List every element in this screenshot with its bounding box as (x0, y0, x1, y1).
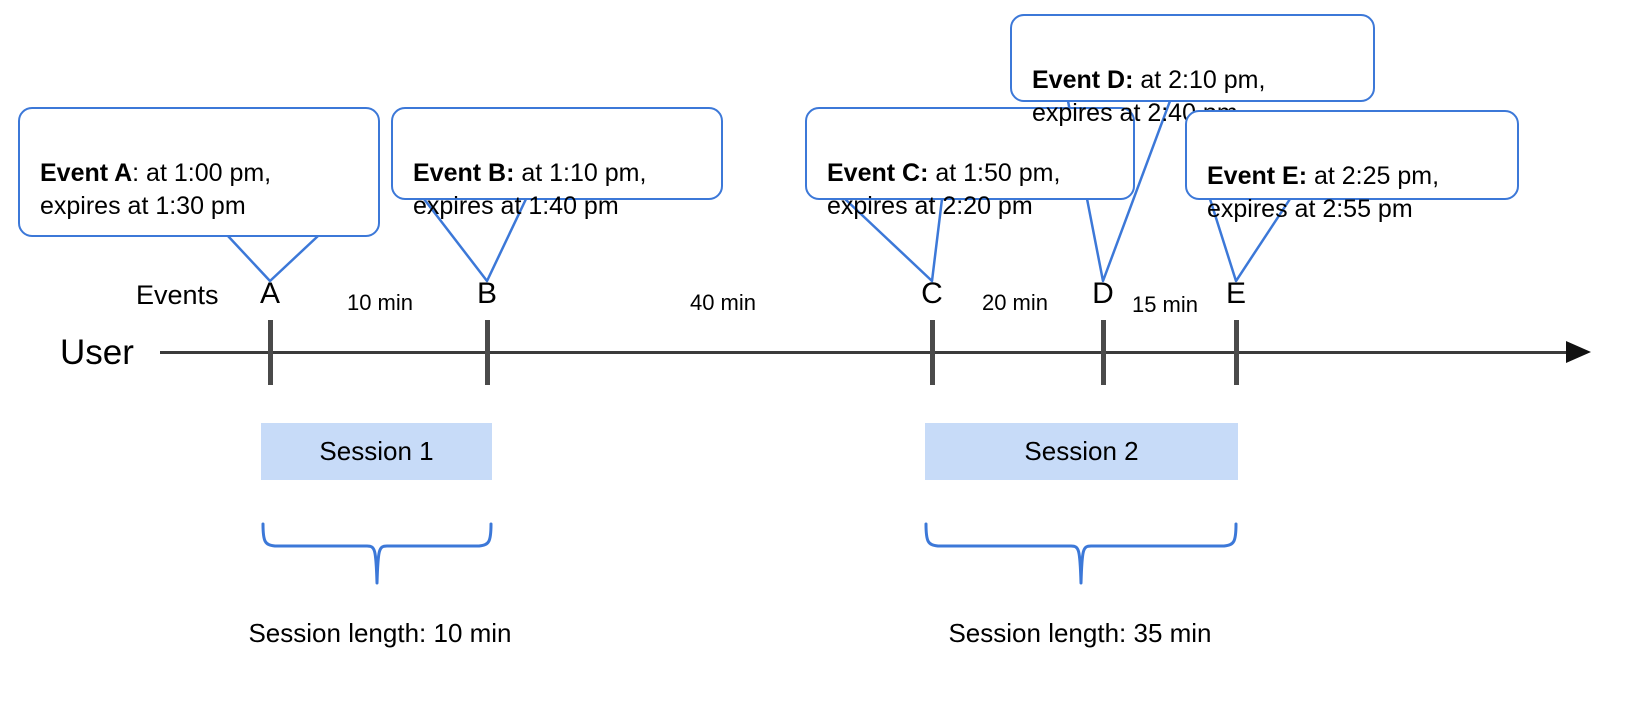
session-bar-2[interactable]: Session 2 (925, 423, 1238, 480)
event-label-a: A (259, 277, 280, 310)
session-1-length-caption: Session length: 10 min (248, 618, 512, 648)
session-brace-2 (924, 522, 1238, 585)
callout-d-title: Event D: (1032, 65, 1134, 94)
callout-a-title: Event A (40, 158, 133, 187)
callout-a-expiry: expires at 1:30 pm (40, 192, 246, 220)
event-label-d: D (1092, 277, 1114, 310)
event-tick-b[interactable] (485, 320, 490, 385)
event-tick-d[interactable] (1101, 320, 1106, 385)
events-row-label: Events (136, 280, 219, 310)
event-tick-c[interactable] (930, 320, 935, 385)
event-tick-e[interactable] (1234, 320, 1239, 385)
callout-e-time: at 2:25 pm, (1307, 161, 1440, 190)
callout-b-expiry: expires at 1:40 pm (413, 192, 619, 220)
timeline-axis (160, 351, 1568, 354)
event-tick-a[interactable] (268, 320, 273, 385)
callout-event-d[interactable]: Event D: at 2:10 pm, expires at 2:40 pm (1010, 14, 1375, 127)
callout-event-e[interactable]: Event E: at 2:25 pm, expires at 2:55 pm (1185, 110, 1519, 223)
gap-label-d-e: 15 min (1131, 292, 1199, 317)
callout-c-title: Event C: (827, 158, 929, 187)
gap-label-c-d: 20 min (981, 290, 1049, 315)
callout-d-time: at 2:10 pm, (1133, 65, 1266, 94)
callout-a-time: : at 1:00 pm, (132, 158, 272, 187)
timeline-arrow-head (1566, 341, 1591, 363)
session-bar-2-label: Session 2 (1024, 436, 1139, 466)
callout-c-time: at 1:50 pm, (928, 158, 1061, 187)
callout-b-time: at 1:10 pm, (514, 158, 647, 187)
axis-row-label-user: User (60, 333, 134, 372)
callout-event-a[interactable]: Event A: at 1:00 pm, expires at 1:30 pm (18, 107, 380, 237)
session-brace-1 (261, 522, 493, 585)
callout-c-expiry: expires at 2:20 pm (827, 192, 1033, 220)
callout-e-title: Event E: (1207, 161, 1308, 190)
gap-label-a-b: 10 min (346, 290, 414, 315)
gap-label-b-c: 40 min (689, 290, 757, 315)
callout-e-expiry: expires at 2:55 pm (1207, 195, 1413, 223)
session-bar-1-label: Session 1 (319, 436, 434, 466)
session-bar-1[interactable]: Session 1 (261, 423, 492, 480)
event-label-e: E (1225, 277, 1246, 310)
callout-event-b[interactable]: Event B: at 1:10 pm, expires at 1:40 pm (391, 107, 723, 220)
event-label-b: B (476, 277, 497, 310)
event-label-c: C (921, 277, 943, 310)
callout-b-title: Event B: (413, 158, 515, 187)
session-2-length-caption: Session length: 35 min (948, 618, 1212, 648)
